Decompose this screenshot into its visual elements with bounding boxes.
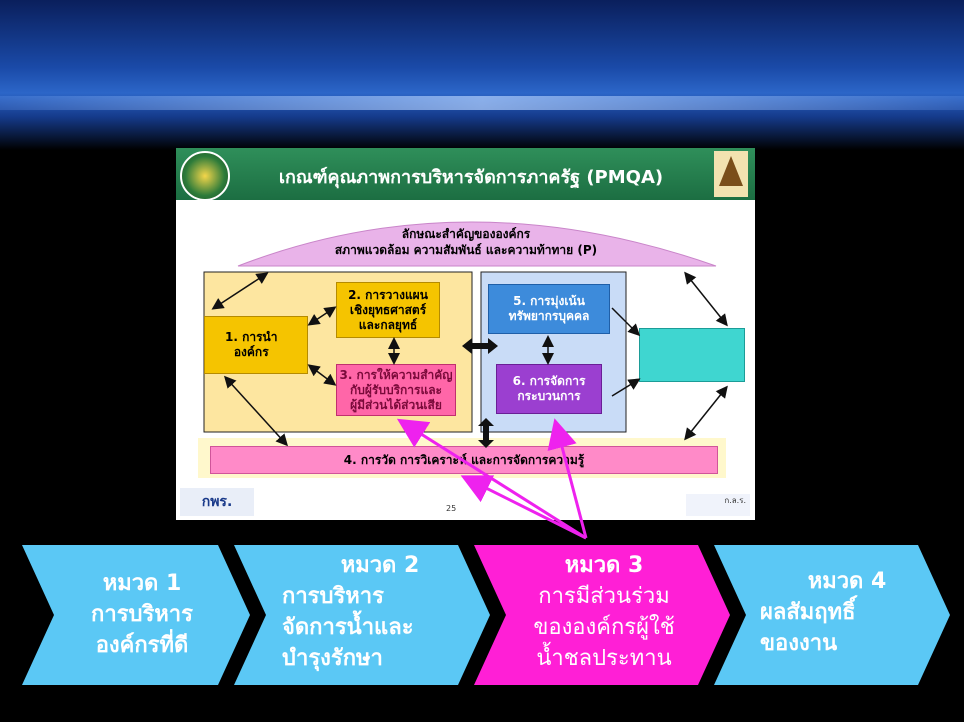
chevron-2-shape	[234, 545, 490, 685]
chevron-1-text: หมวด 1 การบริหาร องค์กรที่ดี	[91, 571, 193, 658]
box-workforce: 5. การมุ่งเน้นทรัพยากรบุคคล	[488, 284, 610, 334]
footer-right-logo: ก.ล.ร.	[686, 494, 750, 516]
chevron-4-shape	[714, 545, 950, 685]
ministry-seal-icon	[180, 151, 230, 201]
pointer-arrows	[396, 418, 588, 540]
chevron-1-shape	[22, 545, 250, 685]
opdc-logo: กพร.	[180, 488, 254, 516]
chevron-4-text: หมวด 4 ผลสัมฤทธิ์ ของงาน	[760, 569, 887, 656]
box-results	[639, 328, 745, 382]
chevron-3-text: หมวด 3 การมีส่วนร่วม ขององค์กรผู้ใช้ น้ำ…	[533, 553, 675, 671]
profile-label: ลักษณะสำคัญขององค์กร สภาพแวดล้อม ความสัม…	[334, 227, 598, 257]
slide-title: เกณฑ์คุณภาพการบริหารจัดการภาครัฐ (PMQA)	[278, 167, 664, 188]
box-leadership: 1. การนำองค์กร	[204, 316, 308, 374]
pmqa-slide: เกณฑ์คุณภาพการบริหารจัดการภาครัฐ (PMQA) …	[176, 148, 755, 520]
mountain-logo-icon	[714, 151, 748, 197]
box-strategy: 2. การวางแผนเชิงยุทธศาสตร์และกลยุทธ์	[336, 282, 440, 338]
box-process: 6. การจัดการกระบวนการ	[496, 364, 602, 414]
page-number: 25	[446, 504, 457, 513]
chevron-3-shape	[474, 545, 730, 685]
header-banner	[0, 0, 964, 150]
chevron-2-text: หมวด 2 การบริหาร จัดการน้ำและ บำรุงรักษา	[282, 553, 420, 671]
relationship-arrows	[211, 271, 728, 448]
slide-header: เกณฑ์คุณภาพการบริหารจัดการภาครัฐ (PMQA)	[176, 148, 755, 201]
